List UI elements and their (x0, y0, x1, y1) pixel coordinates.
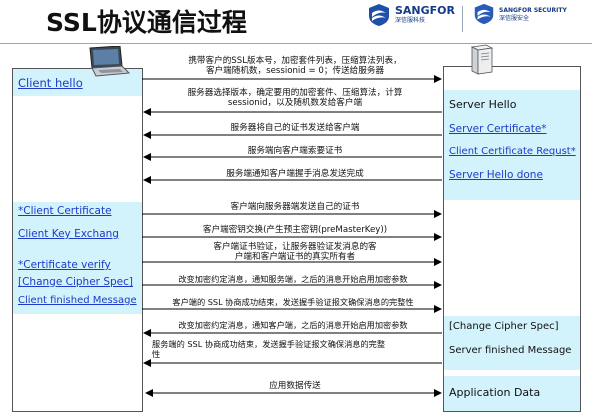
client-certificate-request-label: Client Certificate Requst* (449, 146, 576, 157)
client-handshake-box (13, 202, 142, 314)
sangfor-sub: 深信服科技 (395, 17, 426, 24)
message-9: 改变加密约定消息，通知服务端，之后的消息开始启用加密参数 (178, 274, 408, 284)
server-hello-done-label: Server Hello done (449, 169, 543, 181)
message-6: 客户端向服务器端发送自己的证书 (230, 202, 360, 212)
server-hello-box (444, 90, 580, 200)
sangfor-security-sub: 深信服安全 (499, 14, 530, 22)
client-finished-label: Client finished Message (18, 295, 137, 306)
server-change-cipher-spec-label: [Change Cipher Spec] (449, 321, 559, 332)
page-title: SSL协议通信过程 (46, 8, 247, 37)
server-icon (470, 44, 494, 75)
server-hello-label: Server Hello (449, 98, 517, 111)
sangfor-logo: SANGFOR 深信服科技 (366, 2, 455, 28)
client-change-cipher-spec-label: [Change Cipher Spec] (18, 276, 133, 288)
sangfor-name: SANGFOR (395, 4, 456, 17)
message-5: 服务端通知客户端握手消息发送完成 (226, 169, 364, 179)
sangfor-security-logo: SANGFOR SECURITY 深信服安全 (472, 2, 567, 26)
client-key-exchange-label: Client Key Exchang (18, 228, 119, 240)
client-certificate-label: *Client Certificate (18, 205, 112, 217)
header-divider (0, 43, 592, 44)
application-data-box (444, 376, 580, 411)
message-1: 携带客户的SSL版本号，加密套件列表，压缩算法列表，客户端随机数，session… (188, 56, 402, 76)
message-11: 改变加密约定消息，通知客户端，之后的消息开始启用加密参数 (178, 320, 408, 330)
server-column (443, 66, 581, 412)
logo-divider (462, 6, 463, 32)
sangfor-security-emblem-icon (474, 3, 494, 25)
server-certificate-label: Server Certificate* (449, 123, 547, 135)
sangfor-security-name: SANGFOR SECURITY (499, 6, 567, 14)
message-10: 客户端的 SSL 协商成功结束，发送握手验证报文确保消息的完整性 (172, 297, 414, 307)
laptop-icon (89, 46, 130, 77)
message-8: 客户端证书验证，让服务器验证发消息的客户端和客户端证书的真实所有者 (213, 242, 377, 262)
application-data-label: Application Data (449, 386, 541, 399)
message-12: 服务端的 SSL 协商成功结束，发送握手验证报文确保消息的完整性 (152, 339, 386, 359)
message-4: 服务端向客户端索要证书 (247, 146, 343, 156)
message-7: 客户端密钥交换(产生预主密钥(preMasterKey)) (202, 225, 388, 235)
message-3: 服务器将自己的证书发送给客户端 (230, 123, 360, 133)
sangfor-emblem-icon (369, 4, 389, 26)
client-hello-label: Client hello (18, 76, 83, 90)
server-finish-box (444, 316, 580, 370)
certificate-verify-label: *Certificate verify (18, 259, 111, 271)
server-finished-label: Server finished Message (449, 345, 572, 356)
client-column (12, 68, 143, 412)
message-13: 应用数据传送 (269, 381, 321, 391)
